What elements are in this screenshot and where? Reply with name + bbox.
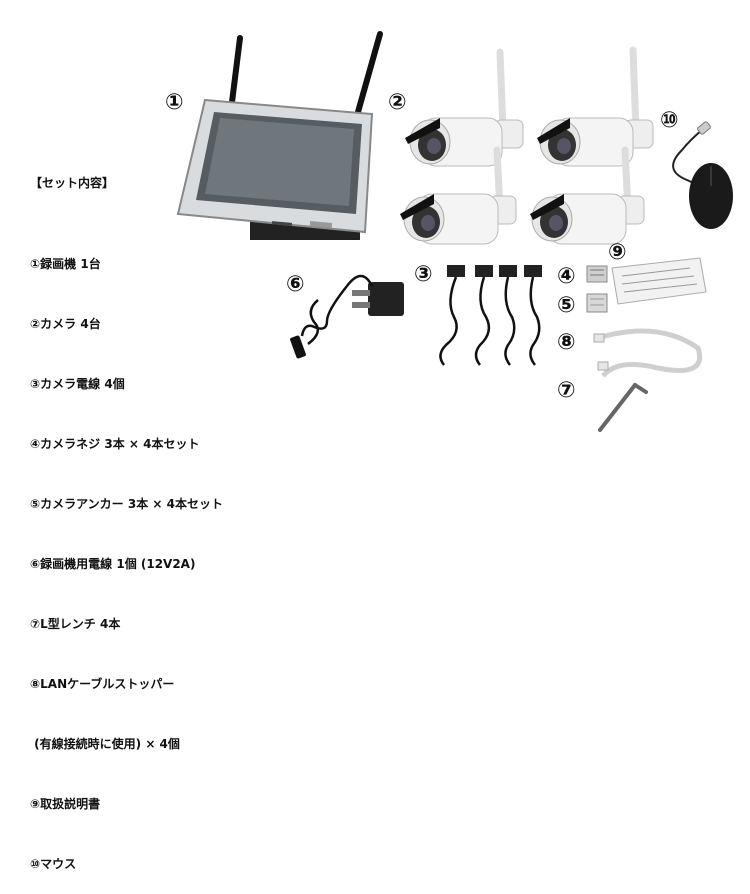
contents-item: ⑤カメラアンカー 3本 × 4本セット: [30, 497, 223, 511]
l-wrench: [598, 383, 648, 432]
callout-3: ③: [414, 262, 433, 287]
contents-item: ①録画機 1台: [30, 257, 101, 271]
contents-item: ⑥録画機用電線 1個 (12V2A): [30, 557, 196, 571]
anchors-pack: [586, 293, 608, 313]
callout-9: ⑨: [608, 240, 627, 265]
contents-item: ④カメラネジ 3本 × 4本セット: [30, 437, 200, 451]
camera-1: [405, 48, 524, 167]
product-photo: [176, 31, 733, 432]
contents-item: ⑨取扱説明書: [30, 797, 101, 811]
contents-item: (有線接続時に使用) × 4個: [30, 737, 180, 751]
callout-7: ⑦: [557, 378, 576, 403]
callout-5: ⑤: [557, 293, 576, 318]
callout-6: ⑥: [286, 272, 305, 297]
callout-2: ②: [388, 90, 407, 115]
contents-item: ⑧LANケーブルストッパー: [30, 677, 175, 691]
manual: [611, 257, 707, 305]
contents-list: ①録画機 1台 ②カメラ 4台 ③カメラ電線 4個 ④カメラネジ 3本 × 4本…: [30, 214, 223, 894]
callout-10: ⑩: [660, 108, 679, 133]
callout-8: ⑧: [557, 330, 576, 355]
camera-cables: [439, 265, 542, 366]
contents-item: ⑩マウス: [30, 857, 77, 871]
callout-1: ①: [165, 90, 184, 115]
power-adapter: [290, 274, 404, 359]
mouse: [672, 121, 733, 229]
nvr-monitor: [176, 31, 383, 240]
camera-2: [537, 46, 654, 167]
camera-4: [530, 146, 645, 245]
callout-4: ④: [557, 264, 576, 289]
lan-cable: [593, 328, 702, 378]
contents-item: ②カメラ 4台: [30, 317, 101, 331]
contents-item: ③カメラ電線 4個: [30, 377, 125, 391]
camera-3: [400, 146, 517, 245]
contents-item: ⑦L型レンチ 4本: [30, 617, 121, 631]
screws-pack: [586, 265, 608, 283]
contents-title: 【セット内容】: [30, 176, 115, 190]
